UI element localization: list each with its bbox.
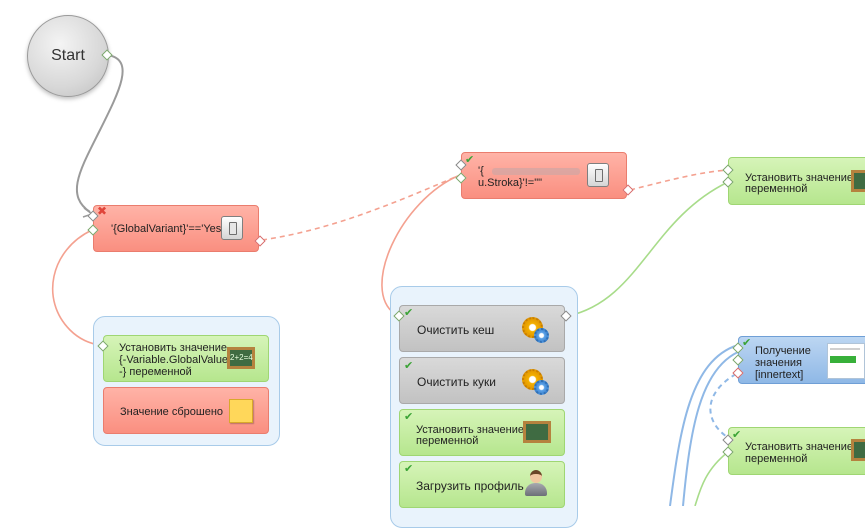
start-node[interactable]: Start [27, 15, 109, 97]
chalkboard-icon: 2+2=4 [227, 347, 255, 369]
get-value-line3: [innertext] [755, 369, 804, 381]
wire-green-bottom [694, 451, 729, 506]
get-value-line2: значения [755, 357, 803, 369]
clear-cookies-text: Очистить куки [417, 375, 496, 389]
load-profile-node[interactable]: Загрузить профиль [399, 461, 565, 508]
chalkboard-icon [851, 170, 865, 192]
set-variable-top-right-line2: переменной [745, 183, 808, 195]
clear-cookies-node[interactable]: Очистить куки [399, 357, 565, 404]
get-value-node[interactable]: Получение значения [innertext] [738, 336, 865, 384]
wire-green-return [567, 181, 729, 317]
start-label: Start [51, 47, 85, 64]
page-thumbnail-icon [827, 343, 865, 379]
condition-stroka-node[interactable]: '{ u.Stroka}'!="" [461, 152, 627, 199]
wire-condition-error [261, 174, 461, 241]
set-variable-node-middle[interactable]: Установить значение 0 переменной [399, 409, 565, 456]
redacted-text [492, 168, 580, 175]
check-icon: ✔ [404, 307, 414, 319]
set-variable-node-bottom-right[interactable]: Установить значение переменной [728, 427, 865, 475]
chalkboard-icon [523, 421, 551, 443]
switch-icon [587, 163, 609, 187]
sticky-note-icon [229, 399, 253, 423]
condition-global-variant-text: '{GlobalVariant}'=='Yes' [111, 223, 224, 235]
error-cross-icon: ✖ [97, 204, 108, 218]
condition-stroka-line1: '{ [478, 165, 484, 177]
get-value-line1: Получение [755, 345, 811, 357]
check-icon: ✔ [742, 337, 752, 349]
condition-global-variant-node[interactable]: '{GlobalVariant}'=='Yes' [93, 205, 259, 252]
check-icon: ✔ [404, 463, 414, 475]
switch-icon [221, 216, 243, 240]
gears-icon [520, 315, 550, 343]
set-variable-bottom-right-line1: Установить значение [745, 441, 853, 453]
wire-blue-1 [669, 344, 739, 506]
set-global-value-line1: Установить значение [119, 342, 227, 354]
value-reset-node[interactable]: Значение сброшено [103, 387, 269, 434]
value-reset-text: Значение сброшено [120, 406, 224, 418]
set-global-value-node[interactable]: Установить значение {-Variable.GlobalVal… [103, 335, 269, 382]
gears-icon [520, 367, 550, 395]
set-variable-mid-line2: переменной [416, 435, 479, 447]
check-icon: ✔ [404, 411, 414, 423]
person-icon [523, 469, 549, 497]
wire-condition-success [51, 229, 99, 346]
set-variable-mid-line1: Установить значение 0 [416, 424, 534, 436]
set-variable-top-right-line1: Установить значение 0 [745, 172, 863, 184]
wire-stroka-error [629, 169, 729, 191]
check-icon: ✔ [404, 360, 414, 372]
chalkboard-icon [851, 439, 865, 461]
set-global-value-line2: {-Variable.GlobalValue [119, 354, 229, 366]
load-profile-text: Загрузить профиль [416, 479, 524, 493]
check-icon: ✔ [465, 154, 475, 166]
clear-cache-node[interactable]: Очистить кеш [399, 305, 565, 352]
set-variable-node-top-right[interactable]: Установить значение 0 переменной [728, 157, 865, 205]
set-variable-bottom-right-line2: переменной [745, 453, 808, 465]
clear-cache-text: Очистить кеш [417, 323, 495, 337]
check-icon: ✔ [732, 429, 742, 441]
condition-stroka-line2: u.Stroka}'!="" [478, 177, 543, 189]
set-global-value-line3: -} переменной [119, 366, 192, 378]
